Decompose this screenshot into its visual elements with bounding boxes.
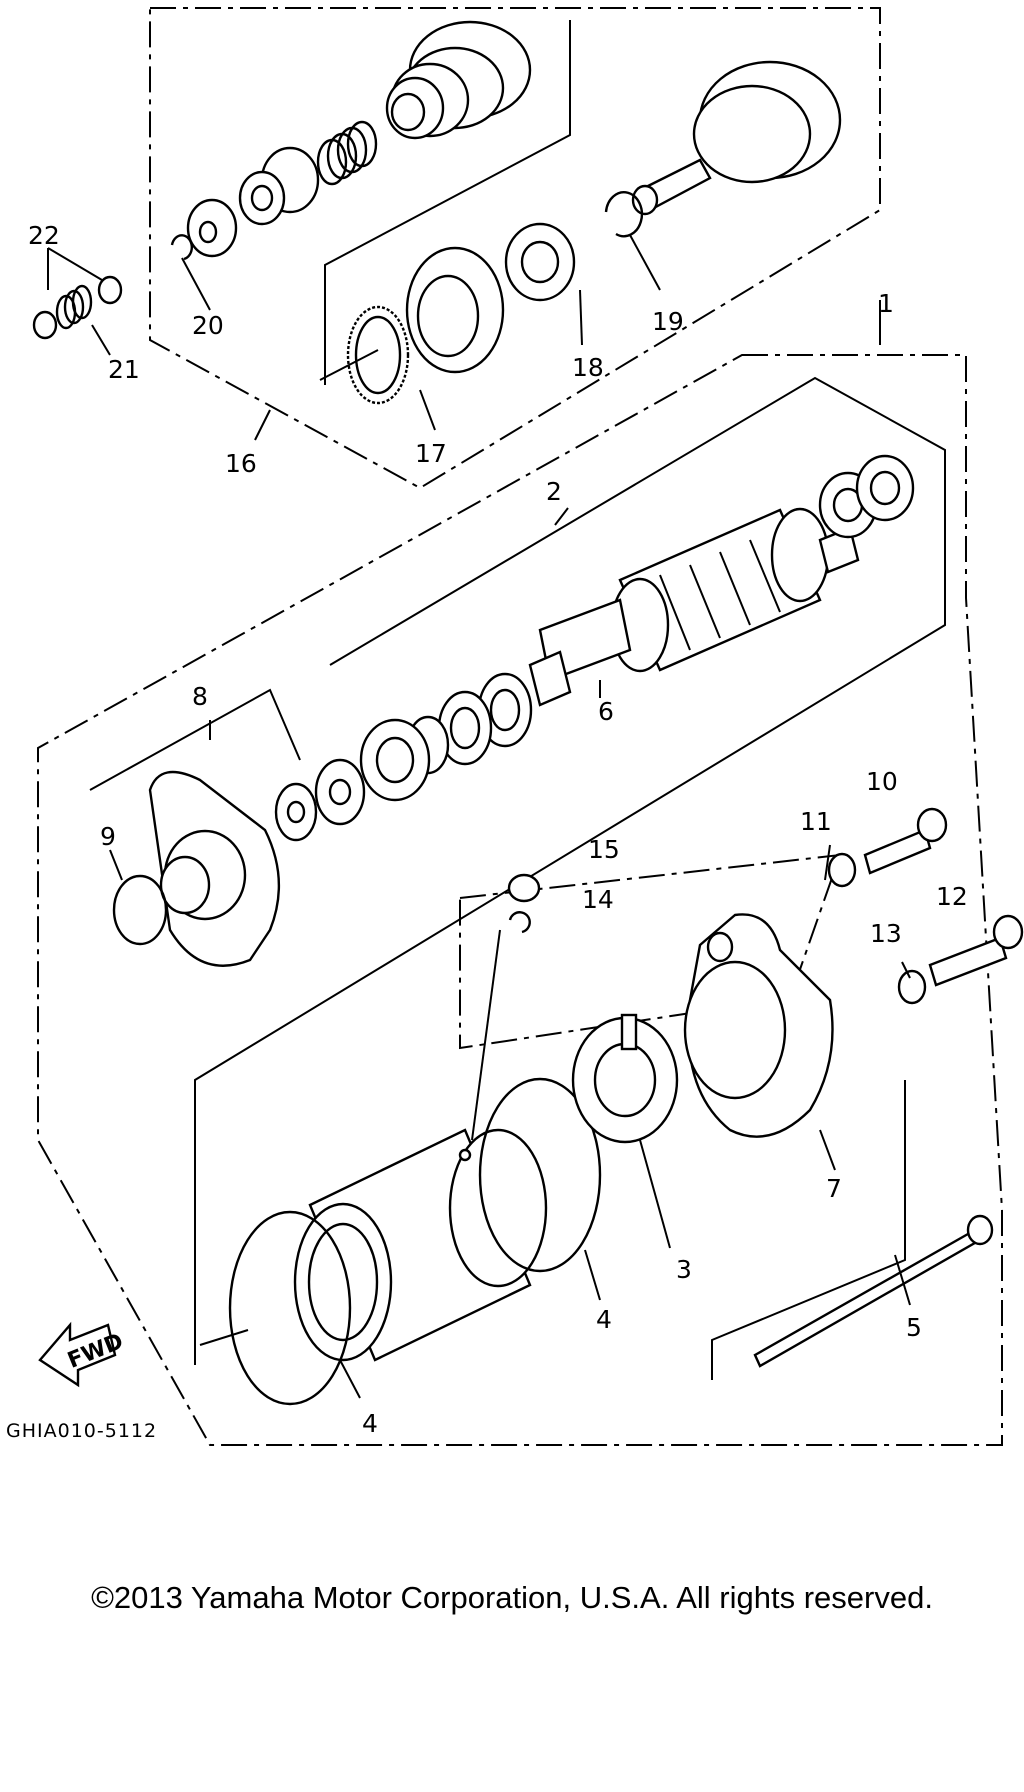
spring [316, 120, 378, 186]
bolt-12 [928, 914, 1024, 987]
callout-9: 9 [100, 822, 116, 851]
callout-16: 16 [225, 449, 257, 478]
callout-13: 13 [870, 919, 902, 948]
callout-12: 12 [936, 882, 968, 911]
clutch-gear [385, 20, 532, 140]
nut-15 [507, 873, 541, 903]
o-ring-front [228, 1210, 352, 1406]
starter-clutch-assembly [170, 20, 842, 405]
thrust-washers-front [359, 672, 533, 802]
copyright-notice: ©2013 Yamaha Motor Corporation, U.S.A. A… [91, 1580, 933, 1615]
thrust-washers-rear [818, 454, 915, 539]
bracket-starter-clutch [324, 20, 571, 385]
bearing-ring [346, 305, 410, 405]
front-cover [148, 758, 366, 967]
circlip-19 [604, 191, 644, 238]
group-1-outline [37, 354, 1003, 1446]
callout-22: 22 [28, 221, 60, 250]
callout-21: 21 [108, 355, 140, 384]
lock-plate [504, 222, 576, 302]
pinion-gear [238, 146, 320, 226]
o-ring-rear [478, 1077, 602, 1273]
callout-5: 5 [906, 1313, 922, 1342]
bolt-10 [863, 807, 948, 875]
callout-19: 19 [652, 307, 684, 336]
callout-8: 8 [192, 682, 208, 711]
armature [528, 507, 860, 707]
callout-17: 17 [415, 439, 447, 468]
brush-holder [571, 1013, 679, 1144]
group-16-outline [149, 7, 881, 490]
drawing-code: GHIA010-5112 [6, 1420, 157, 1442]
callout-10: 10 [866, 767, 898, 796]
callout-3: 3 [676, 1255, 692, 1284]
yoke [293, 1128, 548, 1362]
washer [186, 198, 238, 258]
spacer-set [32, 275, 123, 340]
callout-18: 18 [572, 353, 604, 382]
circlip-20 [170, 234, 193, 261]
callout-11: 11 [800, 807, 832, 836]
callout-14: 14 [582, 885, 614, 914]
rear-cover [683, 913, 834, 1138]
callout-20: 20 [192, 311, 224, 340]
callout-1: 1 [878, 289, 894, 318]
o-ring [112, 874, 168, 946]
bracket-armature [194, 376, 946, 1365]
callout-4-front: 4 [362, 1409, 378, 1438]
callout-6: 6 [598, 697, 614, 726]
bracket-front-cover [89, 688, 301, 791]
bracket-rear-bolt [711, 1080, 906, 1380]
one-way-clutch [405, 246, 505, 374]
callout-4-rear: 4 [596, 1305, 612, 1334]
group-brush-outline [459, 853, 842, 1050]
clip-14 [508, 911, 531, 934]
forward-arrow-icon: FWD [38, 1321, 127, 1388]
clutch-shaft [631, 60, 842, 216]
leader-lines [47, 234, 911, 1399]
callout-7: 7 [826, 1174, 842, 1203]
long-bolt-5 [753, 1214, 994, 1368]
washer-11 [827, 852, 857, 888]
callout-15: 15 [588, 835, 620, 864]
washer-13 [897, 969, 927, 1005]
callout-2: 2 [546, 477, 562, 506]
